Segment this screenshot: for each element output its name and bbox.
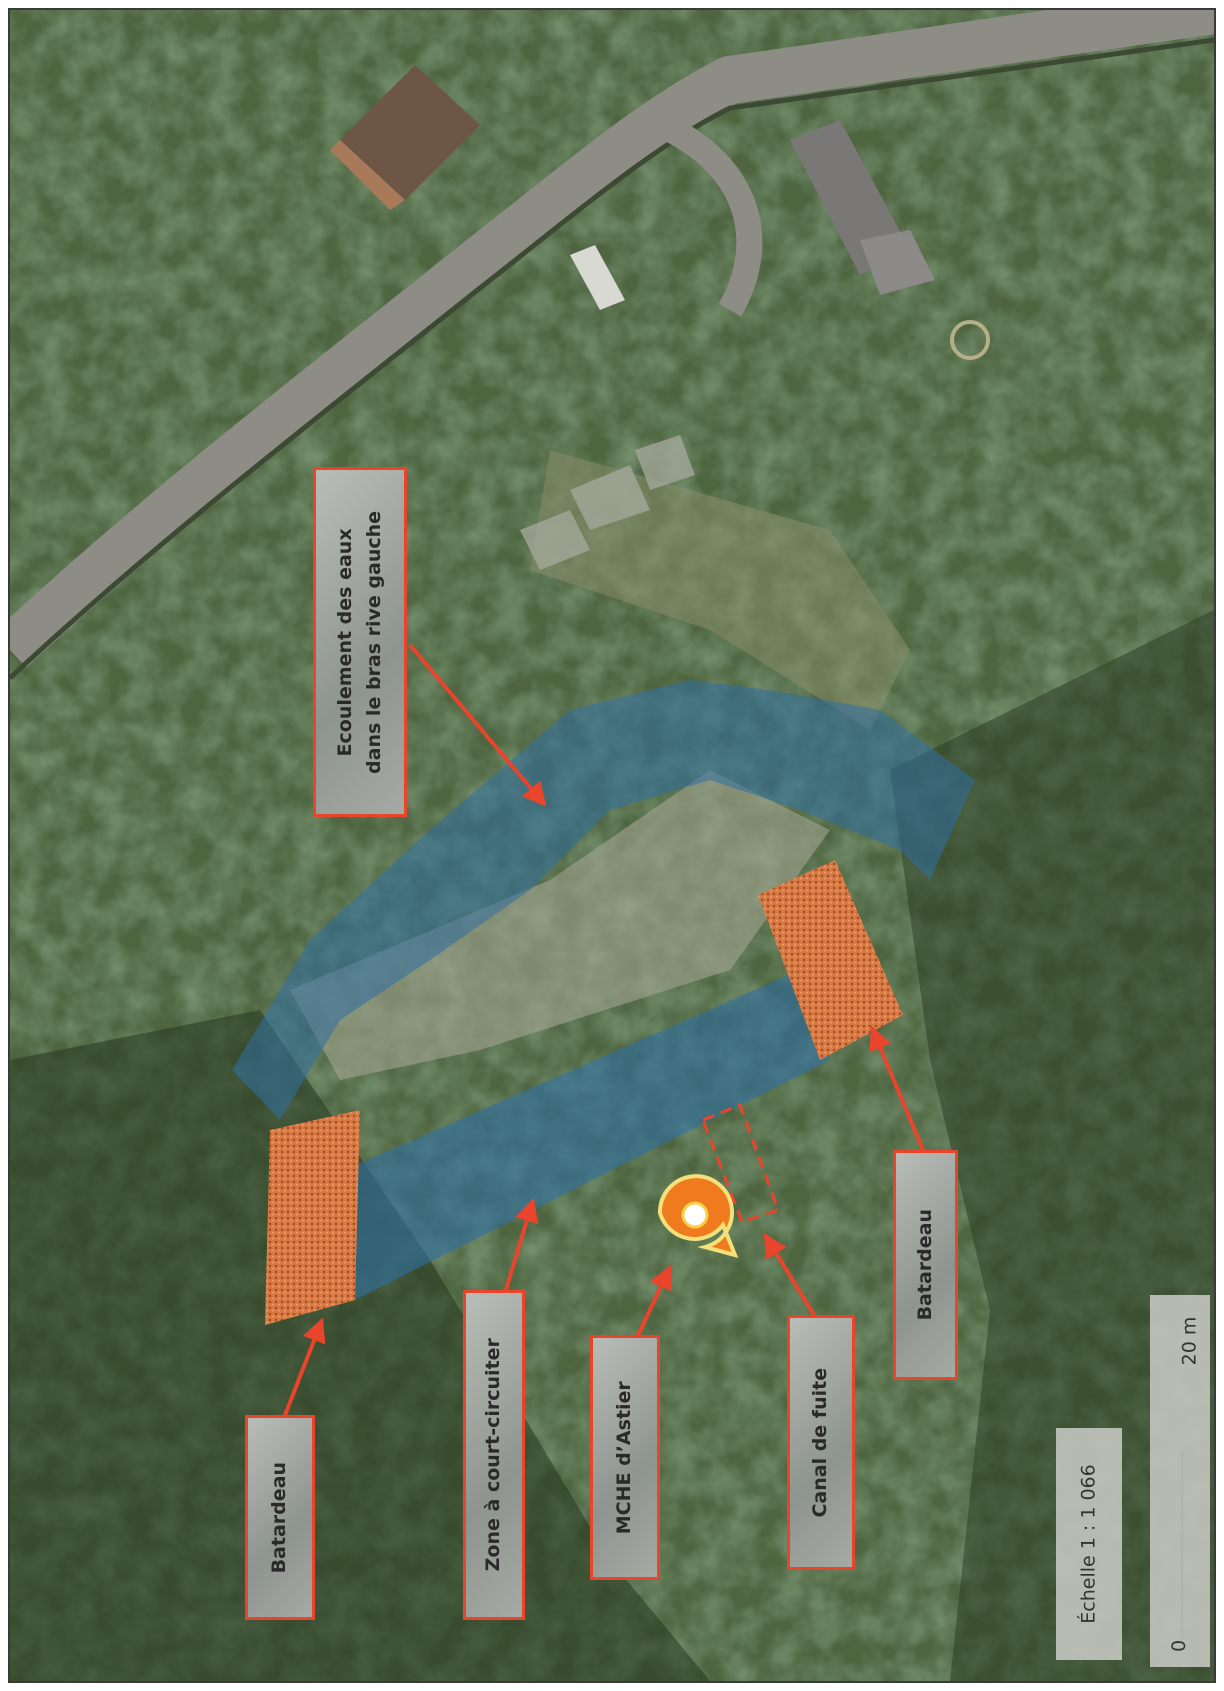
- label-ecoulement-line2: dans le bras rive gauche: [363, 510, 385, 774]
- bypass-zone-overlay: [345, 970, 830, 1300]
- gravel-bank: [290, 770, 830, 1080]
- label-batardeau-right-text: Batardeau: [913, 1209, 936, 1321]
- building-roof: [340, 65, 480, 200]
- forest-dark-area-east: [890, 610, 1214, 1681]
- label-batardeau-left: Batardeau: [245, 1415, 315, 1620]
- label-ecoulement: Ecoulement des eaux dans le bras rive ga…: [313, 467, 407, 817]
- scale-ratio-text: Échelle 1 : 1 066: [1078, 1464, 1100, 1624]
- arrow-mche: [630, 1264, 672, 1349]
- label-mche-text: MCHE d’Astier: [613, 1380, 636, 1535]
- arrow-canal: [763, 1232, 824, 1330]
- scale-tick-start: 0: [1168, 1639, 1191, 1653]
- shed: [570, 245, 625, 310]
- water-arm-overlay: [232, 680, 975, 1120]
- label-batardeau-right: Batardeau: [893, 1150, 958, 1380]
- label-batardeau-left-text: Batardeau: [268, 1461, 291, 1574]
- round-feature: [950, 320, 990, 360]
- label-mche: MCHE d’Astier: [590, 1335, 660, 1580]
- arrow-batardeau-left: [278, 1317, 326, 1429]
- aerial-map[interactable]: Ecoulement des eaux dans le bras rive ga…: [8, 8, 1216, 1683]
- arrow-batardeau-right: [869, 1025, 930, 1163]
- label-canal: Canal de fuite: [787, 1315, 855, 1570]
- map-canvas: [10, 10, 1214, 1681]
- building-block-annex: [860, 230, 935, 295]
- ruin-wall-2: [570, 465, 650, 530]
- scale-bar-box: [1150, 1295, 1210, 1667]
- scale-tick-end: 20 m: [1178, 1316, 1201, 1366]
- scale-ratio-box: Échelle 1 : 1 066: [1056, 1428, 1122, 1660]
- label-zone-text: Zone à court-circuiter: [482, 1338, 505, 1572]
- ruin-wall-3: [635, 435, 695, 490]
- arrow-zone: [500, 1197, 539, 1304]
- label-canal-text: Canal de fuite: [809, 1367, 832, 1518]
- tailrace-canal-outline: [701, 1103, 780, 1224]
- building-roof-lit: [330, 140, 405, 210]
- batardeau-left-area: [265, 1110, 360, 1325]
- batardeau-right-area: [758, 860, 903, 1060]
- ruin-wall: [520, 510, 590, 570]
- forest-dark-area: [10, 1010, 710, 1681]
- arrow-ecoulement: [408, 643, 547, 807]
- clearing: [530, 450, 910, 730]
- road-edge: [10, 37, 1214, 680]
- label-zone: Zone à court-circuiter: [463, 1290, 525, 1620]
- driveway: [645, 107, 763, 317]
- map-pin-icon[interactable]: [657, 1174, 739, 1258]
- label-ecoulement-line1: Ecoulement des eaux: [333, 527, 356, 757]
